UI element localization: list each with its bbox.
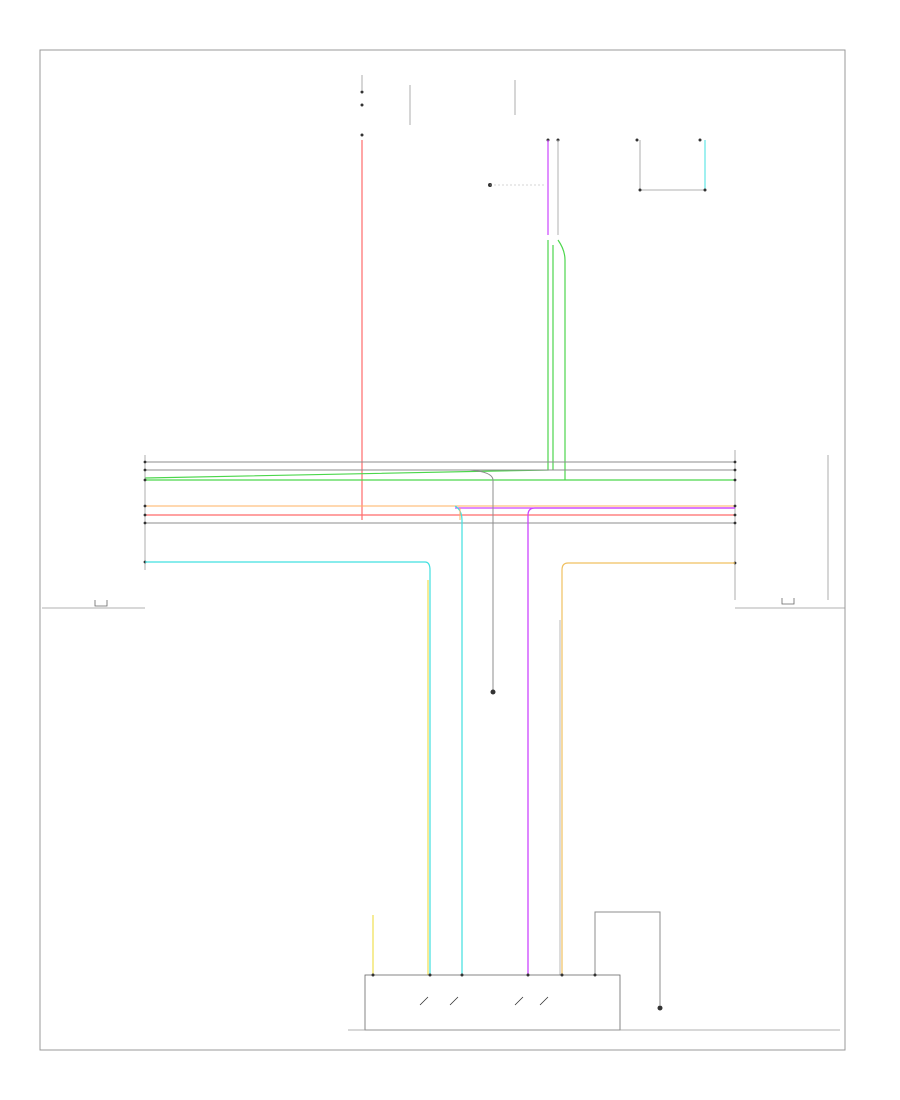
wire-gray-ground [469, 469, 494, 690]
wire-cyan-left [145, 561, 431, 975]
wire-yellow-right [561, 562, 735, 975]
horizontal-bus [145, 461, 735, 524]
wire-orange-cyan [454, 505, 463, 975]
top-left-connector [360, 75, 411, 137]
wire-gray-loop [594, 911, 661, 1005]
right-connector-strip [733, 450, 845, 609]
top-right-components [635, 138, 707, 192]
left-connector-strip [42, 455, 147, 609]
wire-violet-long [527, 507, 735, 975]
diagram-border [39, 49, 846, 1051]
wire-red [145, 140, 735, 520]
top-center-connector [488, 80, 560, 187]
bottom-module [348, 973, 840, 1031]
wire-green-bundle [144, 239, 735, 481]
